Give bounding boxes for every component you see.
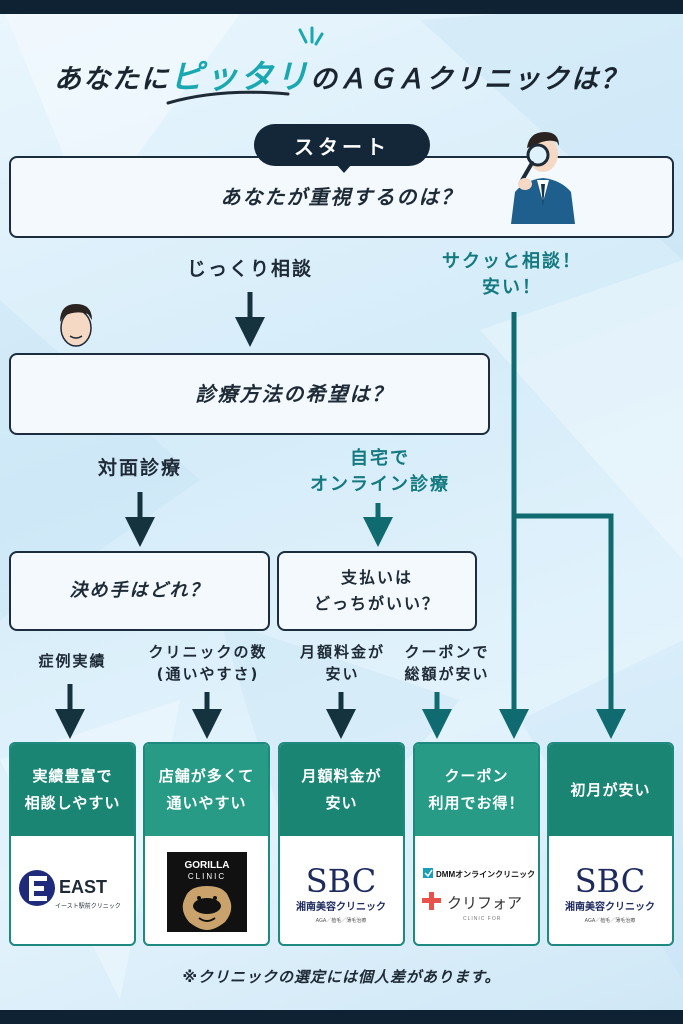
sbc-logo-tag-2: AGA／植毛／薄毛治療 [585,917,636,924]
result-card-gorilla-head: 店舗が多くて 通いやすい [145,744,268,836]
bottom-bar [0,1010,683,1024]
question-deciding-factor-text: 決め手はどれ？ [69,579,210,601]
result-sbc-first-line1: 初月が安い [570,780,651,799]
method-online-line2: オンライン診療 [310,474,450,496]
title-decoration [166,26,324,105]
criteria-clinic-count: クリニックの数 (通いやすさ) [142,642,274,686]
result-card-sbc-first-head: 初月が安い [549,744,672,836]
criteria-clinic-count-line2: (通いやすさ) [156,664,260,683]
result-east-line1: 実績豊富で [32,767,113,785]
result-sbc-monthly-line2: 安い [325,794,358,812]
result-gorilla-line1: 店舗が多くて [158,767,255,785]
gorilla-logo-sub: CLINIC [188,872,226,881]
method-in-person-label: 対面診療 [97,457,182,479]
criteria-track-record: 症例実績 [38,652,107,670]
criteria-coupon-line1: クーポンで [404,643,490,661]
title-highlight: ピッタリ [170,57,310,96]
result-east-line2: 相談しやすい [24,794,121,812]
branch-quick-label: サクッと相談！ 安い！ [412,249,612,301]
question-priority-text: あなたが重視するのは？ [220,185,463,209]
criteria-coupon-line2: 総額が安い [404,664,490,683]
page-title: あなたにピッタリのＡＧＡクリニックは？ [0,50,683,98]
criteria-coupon: クーポンで 総額が安い [392,642,502,686]
result-card-east[interactable]: 実績豊富で 相談しやすい EAST イースト駅前クリニック [9,742,136,946]
criteria-monthly-fee-line2: 安い [325,664,360,683]
question-method-text: 診療方法の希望は？ [195,382,394,406]
branch-quick-line1: サクッと相談！ [442,251,582,272]
clinicfor-logo-tag: CLINIC FOR [463,916,501,922]
method-online-label: 自宅で オンライン診療 [270,446,490,498]
sbc-logo-name-1: SBC [306,862,377,900]
sbc-logo-sub-2: 湘南美容クリニック [565,900,655,913]
detective-illustration [511,132,575,224]
gorilla-clinic-logo: GORILLA CLINIC [167,852,247,932]
question-method-box: 診療方法の希望は？ [9,353,490,435]
east-logo-name: EAST [59,877,107,897]
result-dmm-line2: 利用でお得！ [428,794,525,812]
result-card-gorilla[interactable]: 店舗が多くて 通いやすい GORILLA CLINIC [143,742,270,946]
disclaimer-note: ※クリニックの選定には個人差があります。 [182,968,501,986]
result-gorilla-line2: 通いやすい [166,794,247,812]
top-bar [0,0,683,14]
criteria-monthly-fee: 月額料金が 安い [280,642,405,686]
question-payment-box: 支払いは どっちがいい？ [277,551,477,631]
result-card-east-head: 実績豊富で 相談しやすい [11,744,134,836]
clinicfor-logo-name: クリフォア [447,894,522,912]
branch-careful-label: じっくり相談 [186,258,313,280]
sbc-logo-monthly: SBC 湘南美容クリニック AGA／植毛／薄毛治療 [296,862,386,924]
sbc-logo-first-month: SBC 湘南美容クリニック AGA／植毛／薄毛治療 [565,862,655,924]
result-card-dmm-head: クーポン 利用でお得！ [415,744,538,836]
method-online-line1: 自宅で [350,448,410,469]
title-after: のＡＧＡクリニックは？ [310,64,629,95]
start-label: スタート [294,134,390,159]
result-card-sbc-first-month[interactable]: 初月が安い SBC 湘南美容クリニック AGA／植毛／薄毛治療 [547,742,674,946]
question-payment-line1: 支払いは [340,568,413,588]
result-dmm-line1: クーポン [444,767,509,785]
sbc-logo-name-2: SBC [575,862,646,900]
east-clinic-logo: EAST イースト駅前クリニック [19,870,121,910]
sbc-logo-sub-1: 湘南美容クリニック [296,900,386,913]
criteria-monthly-fee-line1: 月額料金が [299,643,385,661]
question-deciding-factor-box: 決め手はどれ？ [9,551,270,631]
criteria-clinic-count-line1: クリニックの数 [148,643,268,661]
title-before: あなたに [54,64,170,95]
question-payment-line2: どっちがいい？ [313,594,440,613]
dmm-clinicfor-logo: DMMオンラインクリニック クリフォア CLINIC FOR [422,868,535,922]
start-badge-tail [336,164,352,173]
result-card-sbc-monthly-head: 月額料金が 安い [280,744,403,836]
result-sbc-monthly-line1: 月額料金が [301,767,382,785]
start-badge: スタート [254,124,430,166]
sbc-logo-tag-1: AGA／植毛／薄毛治療 [316,917,367,924]
east-logo-sub: イースト駅前クリニック [55,902,121,910]
dmm-logo-name: DMMオンラインクリニック [436,869,535,879]
gorilla-logo-name: GORILLA [185,860,230,871]
result-card-dmm-clinicfor[interactable]: クーポン 利用でお得！ DMMオンラインクリニック クリフォア CLINIC F… [413,742,540,946]
result-card-sbc-monthly[interactable]: 月額料金が 安い SBC 湘南美容クリニック AGA／植毛／薄毛治療 [278,742,405,946]
branch-quick-line2: 安い！ [482,277,542,299]
